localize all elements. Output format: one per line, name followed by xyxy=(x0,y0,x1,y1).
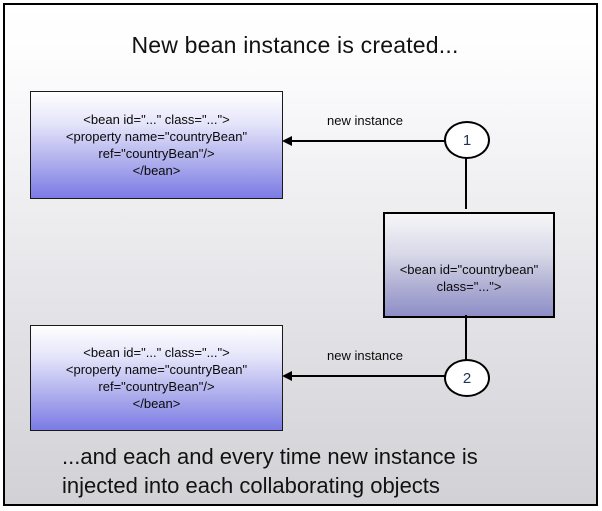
countrybean-box: <bean id="countrybean" class="..."> xyxy=(383,212,555,318)
bean-code-line: <property name="countryBean" xyxy=(65,129,248,144)
bean-code-line: <bean id="..." class="..."> xyxy=(83,112,230,127)
footer-line-2: injected into each collaborating objects xyxy=(62,473,440,498)
bean-code-line: <bean id="..." class="..."> xyxy=(83,345,230,360)
bean-code-line: ref="countryBean"/> xyxy=(98,146,215,161)
bean-config-box-top: <bean id="..." class="..."> <property na… xyxy=(30,91,283,199)
arrow1-head-icon xyxy=(282,136,292,146)
diagram-frame: New bean instance is created... <bean id… xyxy=(3,3,598,506)
arrow1-label: new instance xyxy=(327,113,403,128)
arrow2-line xyxy=(288,375,448,377)
step-number: 1 xyxy=(462,131,472,149)
diagram-footer: ...and each and every time new instance … xyxy=(62,442,582,500)
step-circle-2: 2 xyxy=(444,359,490,397)
step-number: 2 xyxy=(462,369,472,387)
arrow2-label: new instance xyxy=(327,348,403,363)
arrow1-line xyxy=(288,140,448,142)
bean-code-line: class="..."> xyxy=(436,279,502,294)
connector-box-to-circle2 xyxy=(465,315,467,361)
bean-code-line: <property name="countryBean" xyxy=(65,362,248,377)
bean-code-line: <bean id="countrybean" xyxy=(399,262,539,277)
connector-circle1-to-box xyxy=(465,155,467,209)
arrow2-head-icon xyxy=(282,371,292,381)
bean-code-line: </bean> xyxy=(132,396,181,411)
diagram-title: New bean instance is created... xyxy=(131,32,459,58)
bean-code-line: ref="countryBean"/> xyxy=(98,379,215,394)
step-circle-1: 1 xyxy=(444,121,490,159)
bean-config-box-bottom: <bean id="..." class="..."> <property na… xyxy=(30,325,283,431)
footer-line-1: ...and each and every time new instance … xyxy=(62,444,478,469)
bean-code-line: </bean> xyxy=(132,163,181,178)
